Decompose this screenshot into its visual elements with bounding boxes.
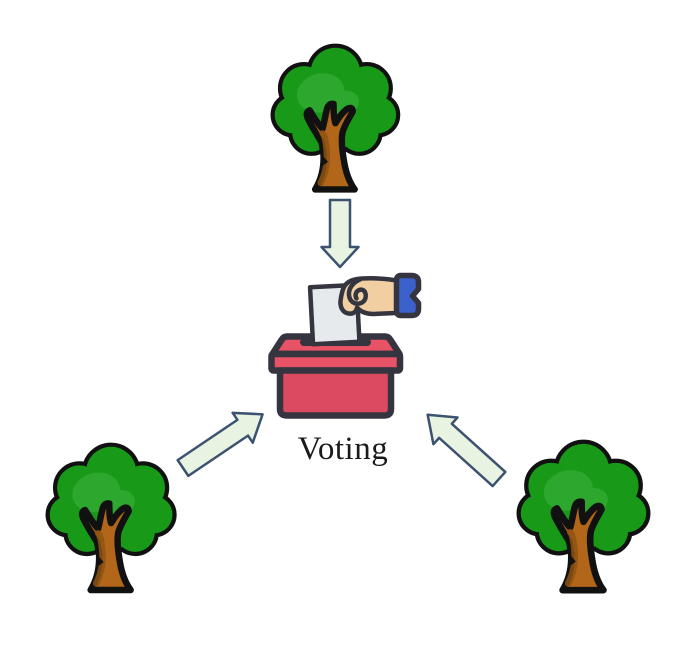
ballot-box-icon <box>268 272 422 419</box>
curled-finger-line <box>346 277 368 306</box>
arrow-up-left-icon <box>426 413 507 488</box>
tree-icon-bottom-right <box>521 444 646 590</box>
box-body <box>276 367 395 419</box>
arrow-up-right-icon <box>176 411 264 478</box>
tree-icon-top <box>275 48 396 190</box>
voting-label: Voting <box>297 431 389 467</box>
hand-inserting-ballot-icon <box>338 272 422 319</box>
tree-icon-bottom-left <box>50 447 173 590</box>
sleeve-cuff <box>393 272 422 319</box>
arrow-down-icon <box>320 198 360 269</box>
